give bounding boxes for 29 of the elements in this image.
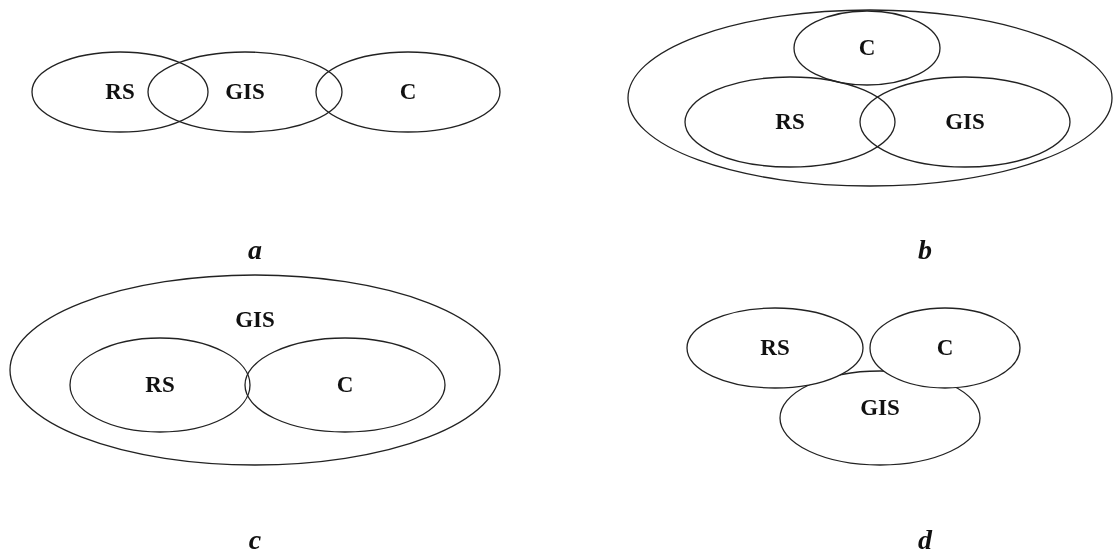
set-ellipse: [244, 337, 446, 433]
panel-letter: c: [248, 524, 262, 556]
set-label: C: [858, 35, 876, 61]
set-ellipse: [859, 76, 1071, 168]
set-ellipse: [147, 51, 343, 133]
set-ellipse: [779, 370, 981, 466]
set-label: C: [936, 335, 954, 361]
set-ellipse: [627, 9, 1113, 187]
set-ellipse: [869, 307, 1021, 389]
set-ellipse: [31, 51, 209, 133]
set-ellipse: [684, 76, 896, 168]
set-ellipse: [793, 10, 941, 86]
panel-letter: b: [918, 234, 932, 266]
set-label: RS: [760, 335, 790, 361]
set-label: RS: [775, 109, 805, 135]
set-label: GIS: [860, 395, 900, 421]
set-ellipse: [315, 51, 501, 133]
set-label: GIS: [225, 79, 265, 105]
set-ellipse: [686, 307, 864, 389]
set-label: RS: [145, 372, 175, 398]
set-ellipse: [69, 337, 251, 433]
panel-letter: d: [918, 524, 932, 556]
set-label: C: [399, 79, 417, 105]
set-label: GIS: [945, 109, 985, 135]
panel-letter: a: [248, 234, 262, 266]
set-label: GIS: [235, 307, 275, 333]
set-label: RS: [105, 79, 135, 105]
set-ellipse: [9, 274, 501, 466]
set-label: C: [336, 372, 354, 398]
